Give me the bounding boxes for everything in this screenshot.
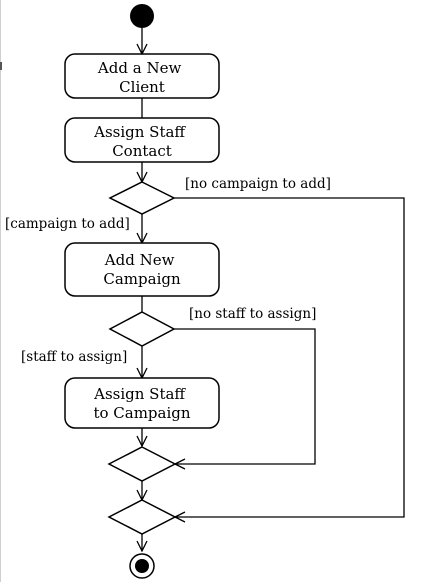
action-label-line: Assign Staff [93, 385, 186, 403]
action-assign-staff-contact: Assign Staff Contact [64, 117, 220, 163]
merge-campaign [107, 499, 177, 535]
action-label-line: Client [119, 78, 165, 96]
flow-no-campaign-branch [174, 197, 405, 517]
decision-staff [108, 311, 176, 347]
svg-text:Add New Campaign: Add New Campaign [103, 251, 181, 288]
action-assign-staff-campaign: Assign Staff to Campaign [64, 377, 220, 429]
decision-campaign [108, 181, 176, 215]
action-label-line: Campaign [103, 270, 181, 288]
guard-staff: [staff to assign] [21, 349, 127, 365]
action-add-client: Add a New Client [64, 53, 220, 99]
guard-no-campaign: [no campaign to add] [185, 176, 331, 192]
final-node [129, 553, 155, 579]
guard-campaign: [campaign to add] [5, 216, 130, 232]
left-frame-edge [0, 0, 1, 582]
svg-text:Assign Staff Contact: Assign Staff Contact [93, 123, 190, 160]
left-frame-tick [0, 62, 2, 70]
action-add-campaign: Add New Campaign [64, 242, 220, 297]
action-label-line: Add New [104, 251, 175, 269]
action-label-line: Add a New [97, 59, 182, 77]
guard-no-staff: [no staff to assign] [189, 306, 316, 322]
flow-no-staff-branch [174, 328, 316, 464]
action-label-line: to Campaign [93, 404, 190, 422]
merge-staff [107, 446, 177, 482]
action-label-line: Assign Staff [93, 123, 186, 141]
svg-text:Add a New Client: Add a New Client [97, 59, 186, 96]
initial-node [130, 4, 154, 28]
action-label-line: Contact [112, 142, 172, 160]
svg-text:Assign Staff to Campaign: Assign Staff to Campaign [93, 385, 191, 422]
